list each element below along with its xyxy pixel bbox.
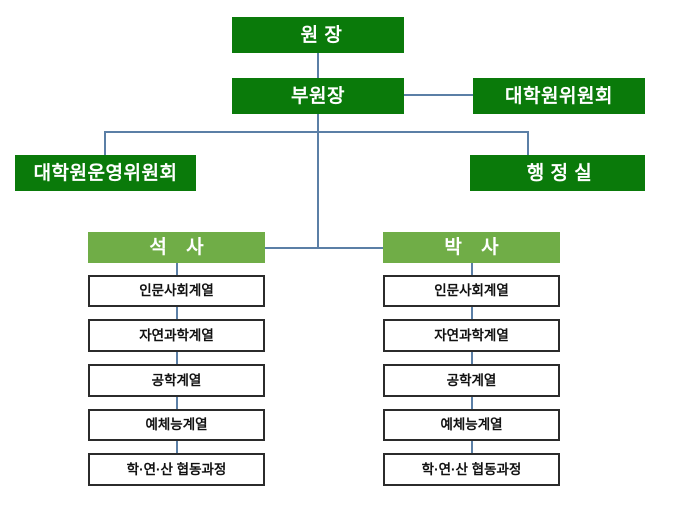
connector-to-admin-office (527, 131, 529, 155)
node-doctoral-program-5[interactable]: 학·연·산 협동과정 (383, 453, 560, 486)
node-masters-program-2[interactable]: 자연과학계열 (88, 319, 265, 352)
connector-masters-5 (176, 441, 178, 453)
connector-doctoral-5 (471, 441, 473, 453)
connector-masters-2 (176, 307, 178, 319)
connector-to-operating-committee (104, 131, 106, 155)
node-masters-program-3[interactable]: 공학계열 (88, 364, 265, 397)
node-masters-program-4[interactable]: 예체능계열 (88, 409, 265, 441)
node-doctoral-program-1[interactable]: 인문사회계열 (383, 275, 560, 307)
node-admin-office[interactable]: 행 정 실 (470, 155, 645, 191)
connector-masters-1 (176, 263, 178, 275)
node-doctoral-program-3[interactable]: 공학계열 (383, 364, 560, 397)
node-graduate-committee[interactable]: 대학원위원회 (473, 78, 645, 114)
connector-branch-bar (104, 131, 528, 133)
node-vice-director[interactable]: 부원장 (232, 78, 404, 114)
connector-to-doctoral (317, 247, 384, 249)
connector-to-masters (265, 247, 318, 249)
connector-doctoral-1 (471, 263, 473, 275)
node-masters-program-5[interactable]: 학·연·산 협동과정 (88, 453, 265, 486)
connector-doctoral-4 (471, 397, 473, 409)
connector-director-to-vice (317, 53, 319, 79)
node-doctoral-program-4[interactable]: 예체능계열 (383, 409, 560, 441)
connector-doctoral-3 (471, 352, 473, 364)
node-masters[interactable]: 석 사 (88, 232, 265, 263)
node-operating-committee[interactable]: 대학원운영위원회 (15, 155, 196, 191)
connector-doctoral-2 (471, 307, 473, 319)
connector-center-trunk (317, 131, 319, 248)
node-doctoral-program-2[interactable]: 자연과학계열 (383, 319, 560, 352)
node-director[interactable]: 원 장 (232, 17, 404, 53)
connector-vice-to-committee (404, 94, 474, 96)
node-doctoral[interactable]: 박 사 (383, 232, 560, 263)
connector-masters-3 (176, 352, 178, 364)
connector-vice-down (317, 114, 319, 132)
connector-masters-4 (176, 397, 178, 409)
node-masters-program-1[interactable]: 인문사회계열 (88, 275, 265, 307)
